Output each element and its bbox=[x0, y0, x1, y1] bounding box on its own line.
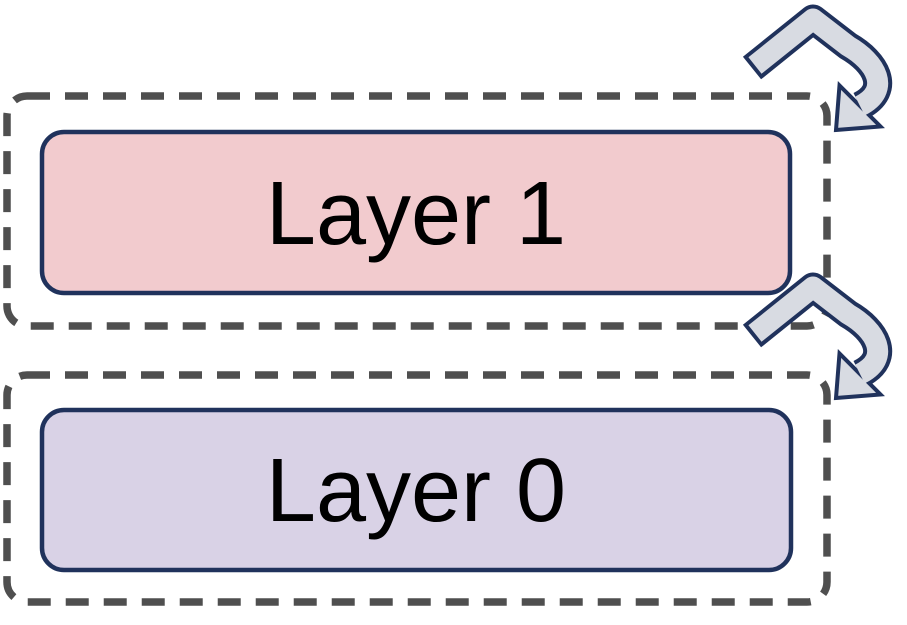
layer0-box bbox=[39, 407, 794, 573]
loop-arrow-band bbox=[748, 276, 889, 384]
layer1-box bbox=[39, 129, 793, 296]
layer1-label: Layer 1 bbox=[266, 164, 566, 264]
loop-arrow-band bbox=[748, 8, 889, 116]
layer0-loop-arrow-icon bbox=[742, 272, 893, 401]
layer1-dashed-container bbox=[3, 92, 831, 330]
layer1-loop-arrow-icon bbox=[742, 4, 893, 133]
layer0-dashed-container bbox=[3, 371, 831, 606]
layer0-label: Layer 0 bbox=[266, 441, 566, 541]
